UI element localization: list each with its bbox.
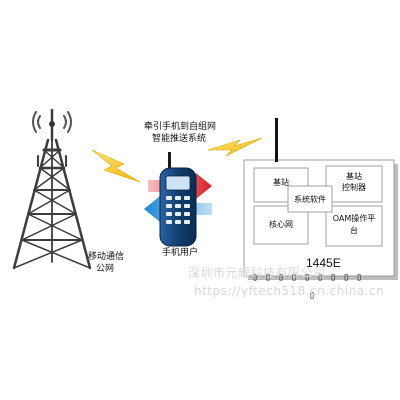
controller-label-line2: 控制器 xyxy=(342,183,366,192)
watermark-url: https://yftech518.cn.china.cn xyxy=(194,284,385,298)
lightning-icon xyxy=(91,149,141,183)
oam-box xyxy=(325,205,383,247)
controller-label-line1: 基站 xyxy=(346,172,362,181)
base-station-label: 基站 xyxy=(273,178,289,187)
oam-label-line2: 台 xyxy=(350,226,358,235)
system-title-line1: 牵引手机到自组网 xyxy=(144,122,217,132)
model-number: 1445E xyxy=(306,256,341,270)
tower-label-line2: 公网 xyxy=(96,264,115,274)
handheld-phone-icon xyxy=(159,152,197,247)
base-station-box xyxy=(253,167,309,203)
software-box xyxy=(287,185,333,213)
glyph-row-2: ▯ xyxy=(309,290,323,301)
system-title-line2: 智能推送系统 xyxy=(152,134,207,144)
watermark-company: 深圳市元耀科技有限公司 xyxy=(188,266,326,280)
tower-label-line1: 移动通信 xyxy=(88,252,125,262)
oam-label-line1: OAM操作平 xyxy=(332,214,376,223)
glyph-row-1: ▯▯▯▯▯▯▯▯▯ xyxy=(252,272,370,283)
controller-box xyxy=(325,165,383,203)
software-label: 系统软件 xyxy=(294,195,326,204)
lightning-icon xyxy=(207,137,263,157)
antenna-icon xyxy=(275,118,278,162)
core-network-label: 核心网 xyxy=(269,220,293,229)
phone-user-label: 手机用户 xyxy=(162,248,199,258)
cell-tower-icon xyxy=(12,108,92,270)
